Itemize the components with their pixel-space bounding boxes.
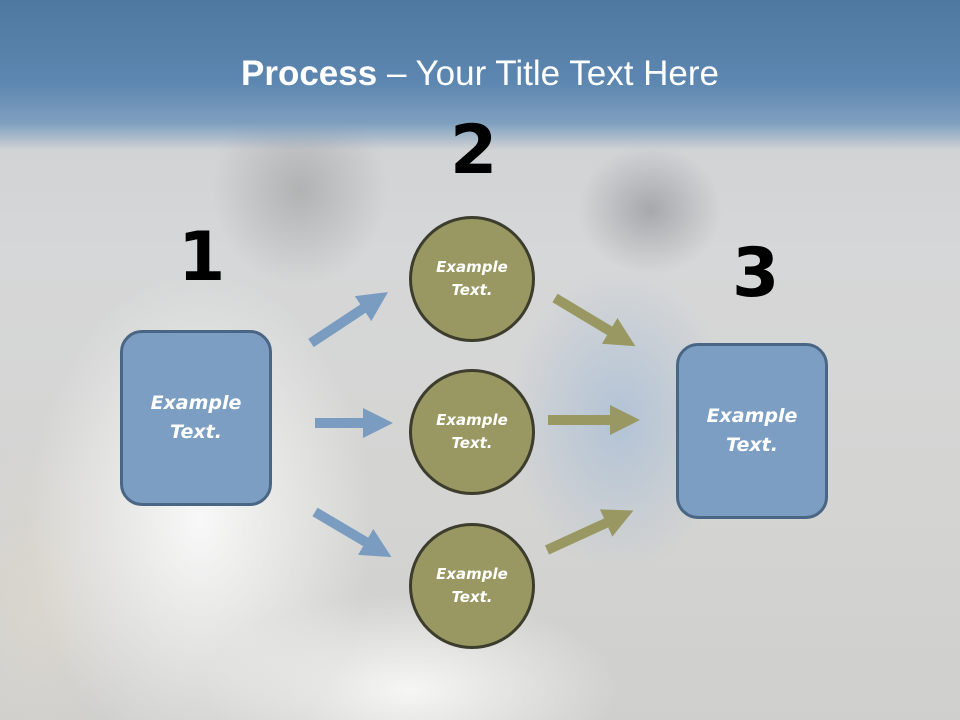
left-box-text: Example Text.	[150, 392, 242, 443]
slide-title: Process – Your Title Text Here	[0, 54, 960, 94]
left-box: Example Text.	[120, 330, 272, 506]
circle-top: Example Text.	[409, 216, 535, 342]
arrow-left-to-bottom	[312, 507, 392, 558]
step-number-1: 1	[178, 218, 226, 297]
title-rest: – Your Title Text Here	[377, 54, 719, 93]
arrow-bottom-to-right	[544, 509, 634, 555]
arrow-left-to-top	[308, 292, 389, 348]
circle-middle-text: Example Text.	[436, 411, 508, 452]
circle-top-text: Example Text.	[436, 258, 508, 299]
step-number-2: 2	[450, 111, 498, 190]
arrow-top-to-right	[552, 293, 636, 347]
circle-bottom: Example Text.	[409, 523, 535, 649]
step-number-3: 3	[732, 234, 780, 313]
title-band	[0, 0, 960, 150]
title-bold: Process	[241, 54, 378, 93]
right-box-text: Example Text.	[706, 405, 798, 456]
right-box: Example Text.	[676, 343, 828, 519]
circle-middle: Example Text.	[409, 369, 535, 495]
circle-bottom-text: Example Text.	[436, 565, 508, 606]
